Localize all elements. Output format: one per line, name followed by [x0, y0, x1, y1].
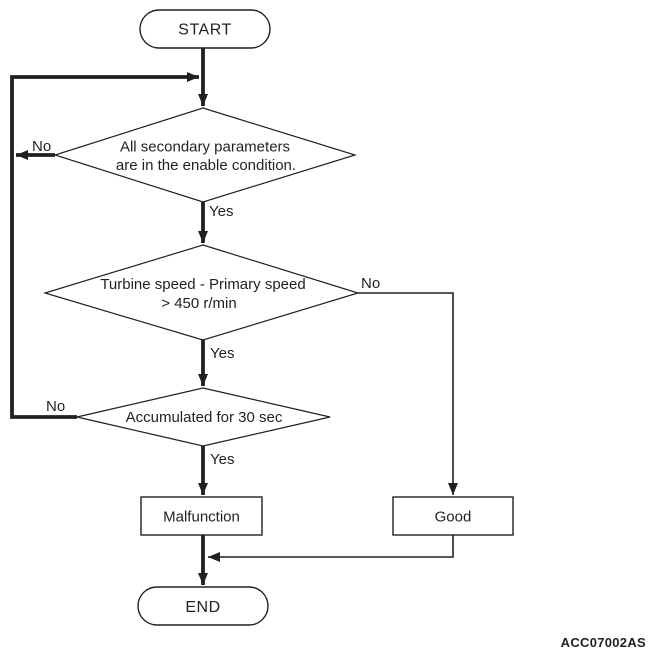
decision-turbine-speed-label-line2: > 450 r/min [161, 295, 236, 312]
good-label: Good [435, 509, 472, 526]
decision-turbine-speed-node [42, 244, 361, 341]
decision-secondary-params-label-line1: All secondary parameters [120, 139, 290, 156]
decision-accumulated-label: Accumulated for 30 sec [126, 409, 283, 426]
good-node [392, 496, 514, 536]
figure-code: ACC07002AS [561, 635, 646, 650]
start-label: START [178, 22, 231, 39]
decision-secondary-params-label-line2: are in the enable condition. [116, 157, 296, 174]
decision2-yes-label: Yes [210, 345, 234, 362]
decision-secondary-params-node [53, 107, 358, 203]
arrow-decision2-no-to-good [358, 292, 458, 495]
decision-turbine-speed-label-line1: Turbine speed - Primary speed [100, 276, 305, 293]
decision2-no-label: No [361, 275, 380, 292]
feedback-loop-arrow [10, 72, 199, 419]
end-label: END [185, 599, 220, 616]
arrow-good-to-end-merge [208, 535, 454, 562]
malfunction-label: Malfunction [163, 509, 240, 526]
end-node [137, 586, 269, 626]
decision1-yes-label: Yes [209, 203, 233, 220]
start-node [139, 9, 271, 49]
decision3-no-label: No [46, 398, 65, 415]
decision1-no-label: No [32, 138, 51, 155]
decision-accumulated-node [76, 387, 331, 447]
malfunction-node [140, 496, 263, 536]
decision3-yes-label: Yes [210, 451, 234, 468]
